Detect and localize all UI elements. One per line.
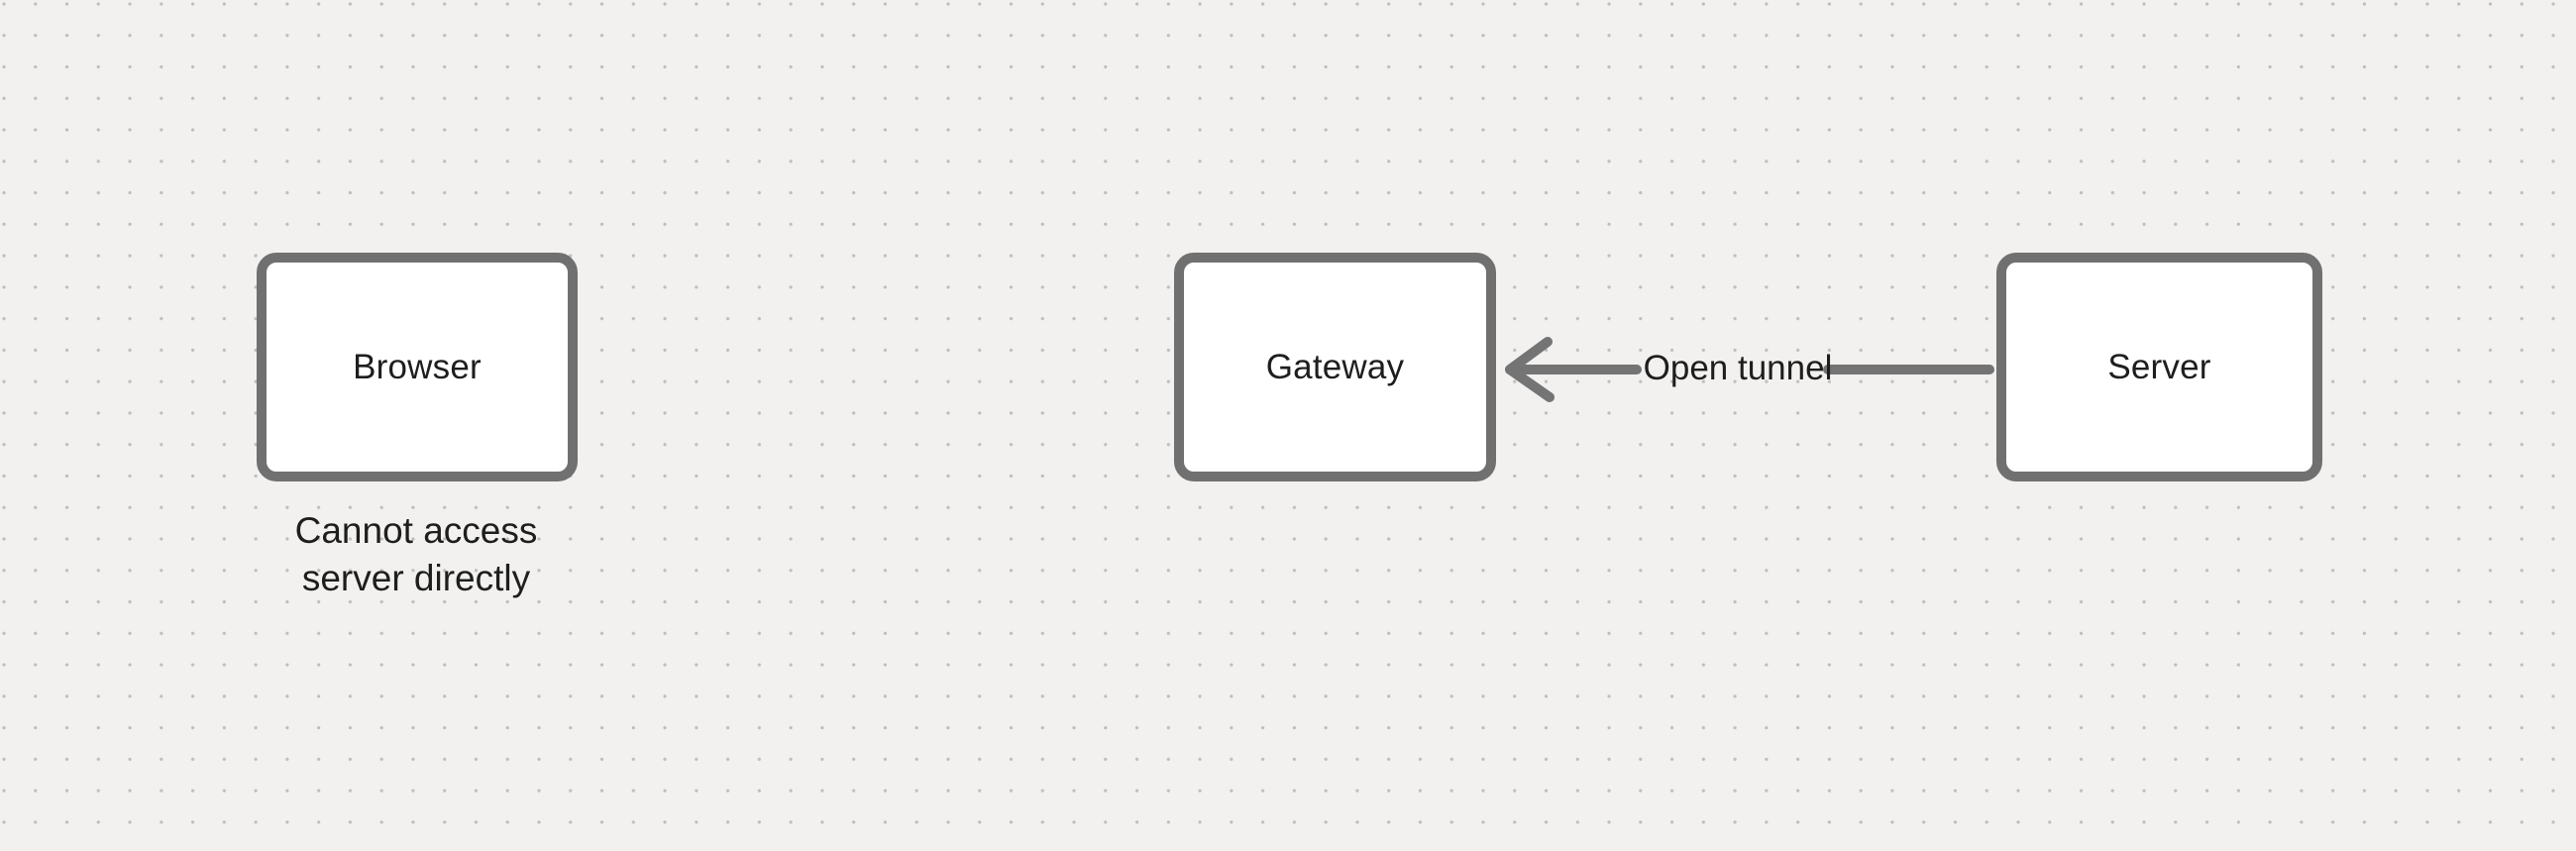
connector-label[interactable]: Open tunnel [1643, 349, 1833, 387]
node-server-label: Server [2107, 347, 2211, 386]
browser-note-line-1: Cannot access [294, 510, 538, 551]
node-browser[interactable]: Browser [257, 253, 578, 481]
node-gateway[interactable]: Gateway [1174, 253, 1496, 481]
node-browser-label: Browser [353, 347, 482, 386]
connector-server-to-gateway[interactable] [1486, 317, 2011, 422]
node-gateway-label: Gateway [1265, 347, 1405, 386]
browser-note-line-2: server directly [301, 558, 531, 598]
node-server[interactable]: Server [1996, 253, 2322, 481]
browser-note[interactable]: Cannot access server directly [295, 507, 538, 602]
